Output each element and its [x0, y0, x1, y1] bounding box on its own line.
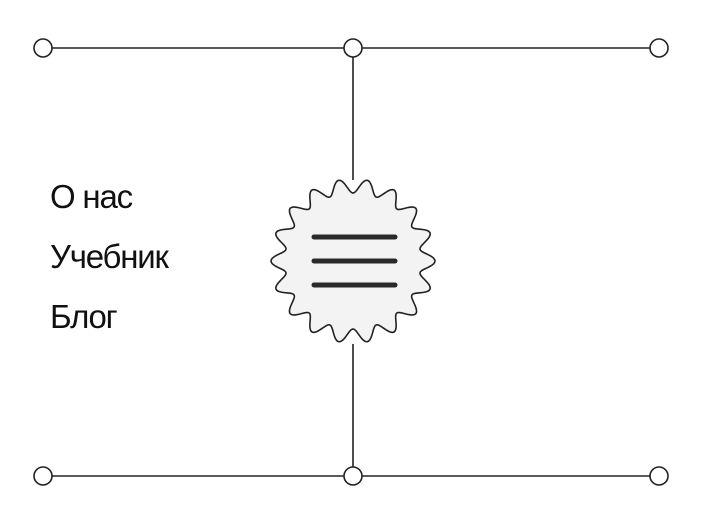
- nav-menu: О нас Учебник Блог: [50, 180, 169, 360]
- bottom-center-node[interactable]: [343, 466, 363, 486]
- top-right-node[interactable]: [649, 38, 669, 58]
- nav-item-tutorial: Учебник: [50, 238, 169, 300]
- top-left-node[interactable]: [33, 38, 53, 58]
- nav-link-about[interactable]: О нас: [50, 178, 133, 215]
- hamburger-menu-icon: [311, 234, 398, 288]
- nav-link-tutorial[interactable]: Учебник: [50, 238, 169, 275]
- top-center-node[interactable]: [343, 38, 363, 58]
- nav-item-blog: Блог: [50, 300, 168, 360]
- nav-link-blog[interactable]: Блог: [50, 298, 118, 335]
- menu-button[interactable]: [270, 179, 436, 343]
- nav-item-about: О нас: [50, 180, 168, 240]
- bottom-left-node[interactable]: [33, 466, 53, 486]
- bottom-right-node[interactable]: [649, 466, 669, 486]
